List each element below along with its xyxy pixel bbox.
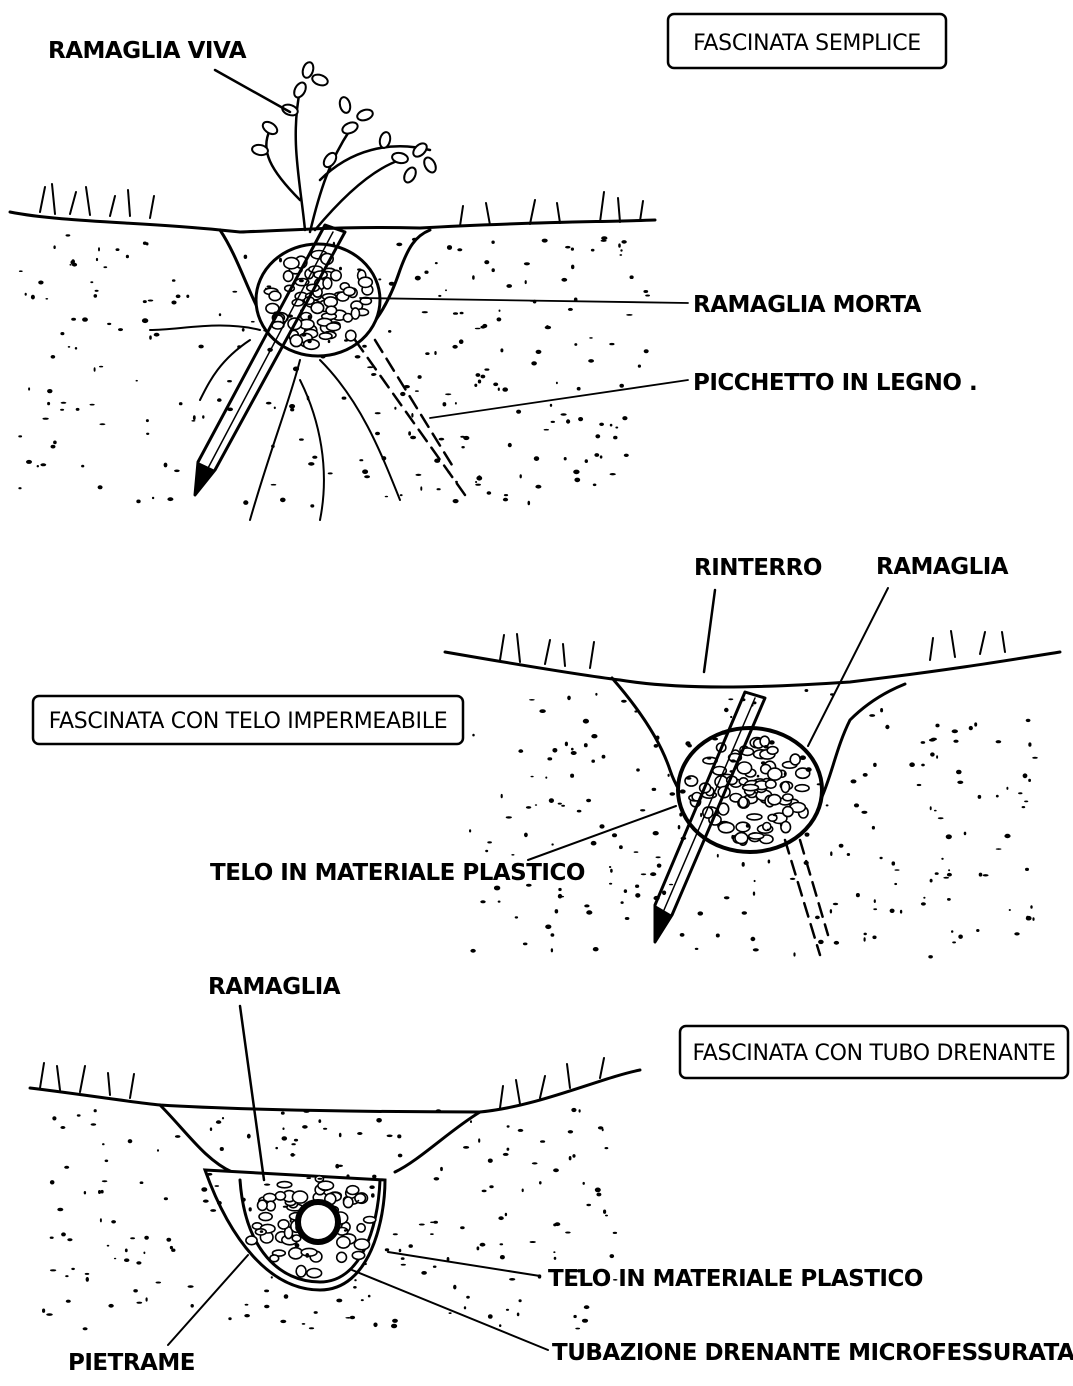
panel-fascinata-semplice: FASCINATA SEMPLICE RAMAGLIA VIVA	[10, 14, 977, 520]
label-ramaglia-morta: RAMAGLIA MORTA	[693, 292, 922, 318]
label-picchetto: PICCHETTO IN LEGNO .	[693, 370, 977, 396]
panel-fascinata-tubo: FASCINATA CON TUBO DRENANTE RAMAGLIA TEL…	[30, 974, 1073, 1376]
leader-ramaglia-viva	[215, 70, 290, 112]
label-ramaglia-2: RAMAGLIA	[876, 554, 1009, 580]
label-rinterro: RINTERRO	[694, 555, 822, 581]
live-brush-plant	[251, 61, 438, 232]
drain-pipe	[298, 1202, 338, 1242]
label-ramaglia-viva: RAMAGLIA VIVA	[48, 38, 247, 64]
leader-ramaglia-3	[240, 1006, 264, 1180]
roots-1	[150, 326, 400, 520]
label-telo-3: TELO IN MATERIALE PLASTICO	[548, 1266, 923, 1292]
leader-ramaglia-morta	[360, 298, 688, 303]
leader-picchetto	[430, 380, 688, 418]
panel-fascinata-telo: FASCINATA CON TELO IMPERMEABILE RINTERRO…	[33, 554, 1060, 955]
label-ramaglia-3: RAMAGLIA	[208, 974, 341, 1000]
label-pietrame: PIETRAME	[68, 1350, 195, 1376]
leader-pietrame	[168, 1255, 248, 1345]
title-telo: FASCINATA CON TELO IMPERMEABILE	[49, 709, 448, 734]
label-telo-2: TELO IN MATERIALE PLASTICO	[210, 860, 585, 886]
grass-1	[40, 184, 643, 226]
grass-2	[500, 631, 1005, 668]
ground-line-2	[445, 652, 1060, 687]
title-box-tubo: FASCINATA CON TUBO DRENANTE	[680, 1026, 1068, 1078]
soil-speckles	[18, 234, 1038, 1330]
title-tubo: FASCINATA CON TUBO DRENANTE	[692, 1041, 1055, 1066]
title-semplice: FASCINATA SEMPLICE	[693, 31, 921, 56]
brush-bundle-2	[678, 728, 822, 852]
title-box-telo: FASCINATA CON TELO IMPERMEABILE	[33, 696, 463, 744]
leader-rinterro	[704, 590, 715, 672]
label-tubazione: TUBAZIONE DRENANTE MICROFESSURATA	[552, 1340, 1073, 1366]
dashed-stake-2	[785, 840, 828, 955]
leader-tubazione	[352, 1270, 548, 1350]
title-box-semplice: FASCINATA SEMPLICE	[668, 14, 946, 68]
trench-3	[160, 1105, 480, 1172]
ground-line-3	[30, 1070, 640, 1112]
leader-telo-3	[388, 1252, 540, 1276]
